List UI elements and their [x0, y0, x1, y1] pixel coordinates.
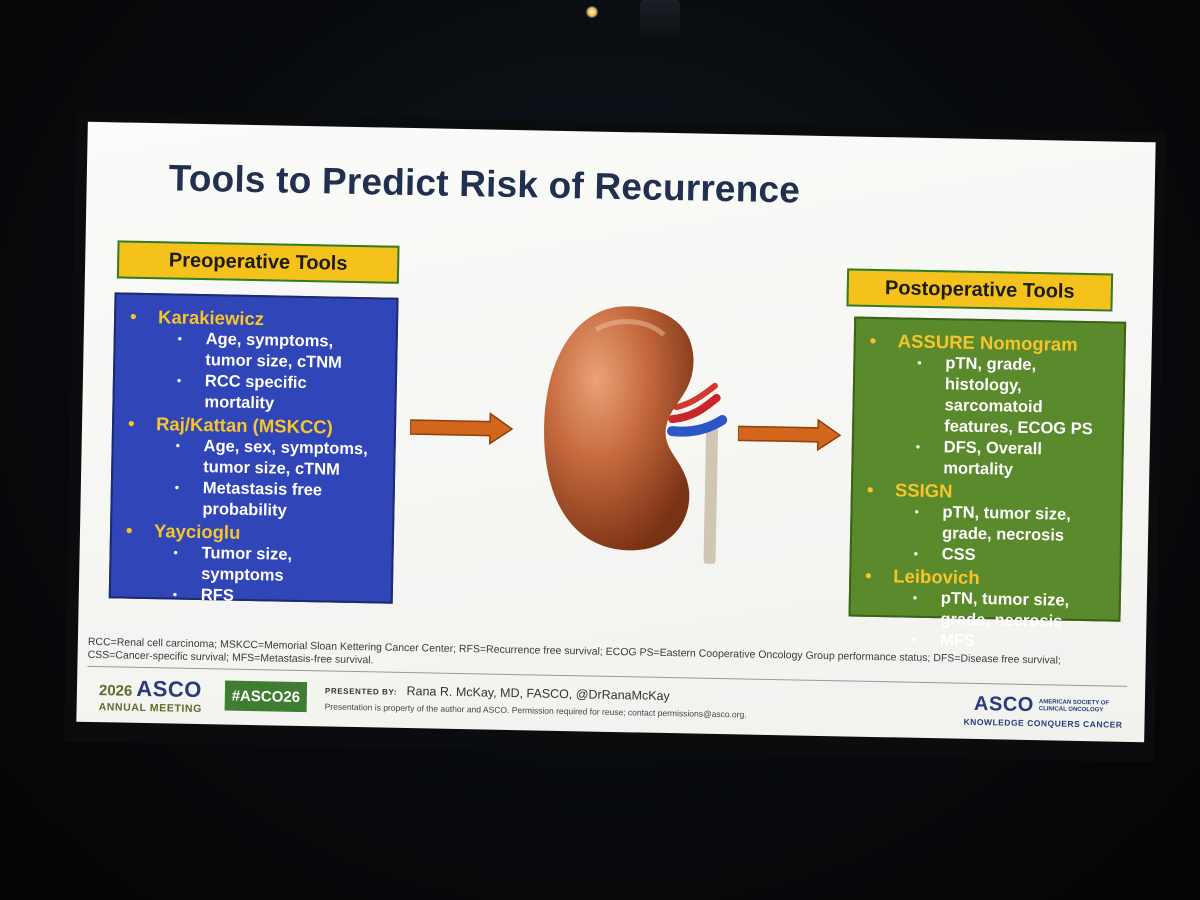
postoperative-heading: Postoperative Tools [846, 268, 1114, 312]
meeting-year: 2026 [98, 682, 133, 700]
tool-name: • ASSURE Nomogram [870, 329, 1110, 357]
presenter-name: Rana R. McKay, MD, FASCO, @DrRanaMcKay [406, 684, 670, 704]
tool-name: • SSIGN [867, 478, 1107, 506]
bullet-icon: • [914, 504, 919, 519]
org-tagline: KNOWLEDGE CONQUERS CANCER [963, 716, 1123, 730]
tool-detail: • pTN, grade, histology, sarcomatoid feat… [868, 352, 1110, 441]
tool-name-text: Yaycioglu [153, 520, 241, 543]
bullet-icon: • [865, 564, 872, 586]
tool-detail-text: RFS [200, 586, 234, 605]
tool-detail: • pTN, tumor size, grade, necrosis [864, 587, 1105, 634]
preoperative-heading: Preoperative Tools [116, 240, 400, 284]
stage-spotlight [586, 6, 598, 18]
bullet-icon: • [869, 329, 877, 351]
bullet-icon: • [173, 545, 178, 560]
hashtag-badge: #ASCO26 [224, 680, 308, 713]
org-name: AMERICAN SOCIETY OF CLINICAL ONCOLOGY [1038, 698, 1110, 713]
tool-detail-text: pTN, grade, histology, sarcomatoid featu… [943, 354, 1093, 439]
bullet-icon: • [176, 373, 182, 388]
right-arrow-icon [409, 410, 514, 445]
bullet-icon: • [129, 305, 137, 327]
bullet-icon: • [866, 478, 874, 500]
bullet-icon: • [174, 480, 180, 495]
tool-detail-text: Tumor size, symptoms [201, 544, 293, 585]
slide-title: Tools to Predict Risk of Recurrence [168, 157, 801, 211]
bullet-icon: • [917, 355, 922, 370]
postoperative-tools-panel: •ASSURE Nomogram•pTN, grade, histology, … [848, 316, 1127, 650]
permission-notice: Presentation is property of the author a… [324, 701, 747, 720]
presentation-slide: Tools to Predict Risk of Recurrence Preo… [76, 121, 1156, 743]
tool-detail: • RCC specific mortality [128, 370, 381, 417]
bullet-icon: • [127, 412, 135, 434]
tool-detail-text: Metastasis free probability [202, 479, 323, 520]
tool-detail: • Tumor size, symptoms [125, 542, 378, 589]
tool-detail-text: DFS, Overall mortality [943, 438, 1043, 479]
asco-org-logo: ASCO AMERICAN SOCIETY OF CLINICAL ONCOLO… [963, 693, 1123, 730]
tool-name: • Yaycioglu [126, 519, 378, 547]
tool-detail: • pTN, tumor size, grade, necrosis [866, 501, 1107, 548]
right-arrow-icon [737, 416, 842, 452]
presented-by-label: PRESENTED BY: [324, 686, 398, 697]
tool-name: • Leibovich [865, 564, 1105, 592]
tool-detail: • Age, sex, symptoms, tumor size, cTNM [127, 435, 380, 482]
bullet-icon: • [913, 546, 919, 561]
tool-detail-text: pTN, tumor size, grade, necrosis [941, 503, 1072, 545]
tool-name: • Karakiewicz [130, 305, 382, 333]
bullet-icon: • [915, 439, 921, 454]
tool-name-text: Karakiewicz [157, 306, 265, 330]
tool-name-text: ASSURE Nomogram [897, 330, 1078, 355]
tool-detail-text: pTN, tumor size, grade, necrosis [940, 589, 1070, 631]
tool-detail: • DFS, Overall mortality [867, 436, 1108, 483]
asco-annual-meeting-logo: 2026 ASCO ANNUAL MEETING [99, 675, 203, 715]
tool-detail-text: Age, sex, symptoms, tumor size, cTNM [203, 437, 368, 479]
bullet-icon: • [172, 587, 178, 602]
bullet-icon: • [175, 438, 180, 453]
tool-detail-text: MFS [939, 631, 976, 650]
tool-name-text: SSIGN [894, 479, 953, 502]
tool-name: • Raj/Kattan (MSKCC) [128, 412, 380, 440]
meeting-name: ASCO [136, 675, 203, 703]
bullet-icon: • [911, 632, 917, 647]
bullet-icon: • [177, 331, 183, 346]
tool-detail-text: Age, symptoms, tumor size, cTNM [205, 330, 343, 372]
bullet-icon: • [912, 590, 918, 605]
tool-name-text: Raj/Kattan (MSKCC) [155, 413, 334, 438]
kidney-illustration [532, 298, 737, 566]
tool-detail: • Age, symptoms, tumor size, cTNM [129, 328, 382, 375]
tool-detail-text: RCC specific mortality [204, 372, 307, 413]
meeting-subtitle: ANNUAL MEETING [98, 701, 203, 716]
tool-name-text: Leibovich [893, 565, 980, 589]
bullet-icon: • [125, 519, 133, 541]
presenter-line: PRESENTED BY: Rana R. McKay, MD, FASCO, … [325, 682, 670, 703]
tool-detail: • Metastasis free probability [126, 477, 379, 524]
preoperative-tools-panel: •Karakiewicz•Age, symptoms, tumor size, … [108, 292, 399, 605]
lighting-rig [640, 0, 680, 44]
tool-detail-text: CSS [941, 545, 976, 564]
org-logo-word: ASCO [973, 692, 1035, 717]
